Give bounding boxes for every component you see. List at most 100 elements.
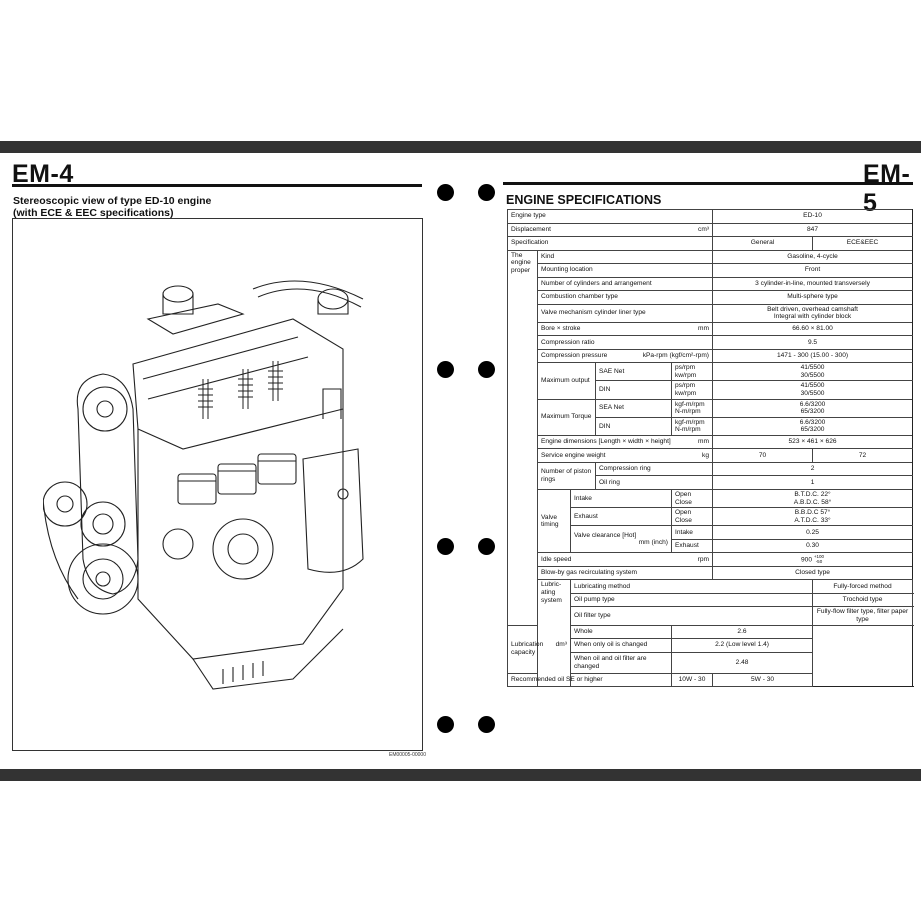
binder-hole [437,361,454,378]
value-capacity-whole: 2.6 [670,624,814,639]
unit: kw/rpm [675,371,697,379]
unit: kw/rpm [675,389,697,397]
value-oil-ring: 1 [712,475,914,490]
label-text: Bore × stroke [541,325,581,333]
value-cylinders: 3 cylinder-in-line, mounted transversely [712,276,914,291]
unit: kg [702,451,710,459]
label-intake: Intake [570,488,672,509]
value-dimensions: 523 × 461 × 626 [712,434,914,450]
label-line: mm (inch) [638,539,668,547]
label-capacity-oil-only: When only oil is changed [570,638,672,653]
label-text: Engine dimensions [Length × width × heig… [541,438,671,446]
value-line: 6.6/3200 [799,400,826,408]
value-compression-pressure: 1471 - 300 (15.00 - 300) [712,348,914,364]
label-capacity-whole: Whole [570,624,672,639]
tolerance-minus: -50 [815,558,823,564]
unit: dm³ [555,641,567,649]
label-text: Idle speed [541,555,572,563]
value-capacity-oil-only: 2.2 (Low level 1.4) [670,638,814,653]
value-clearance-intake: 0.25 [712,525,914,540]
value-blowby: Closed type [712,565,914,581]
value-line: Integral with cylinder block [773,313,852,321]
caption-line-2: (with ECE & EEC specifications) [13,207,174,219]
value-line: B.T.D.C. 22° [794,490,831,498]
table-row: When only oil is changed 2.2 (Low level … [508,638,913,653]
figure-caption: Stereoscopic view of type ED-10 engine (… [13,195,211,219]
table-row: Oil pump type Trochoid type [508,592,914,608]
label-text: Compression pressure [541,352,608,360]
value-line: 65/3200 [800,426,825,434]
label-valve-mechanism: Valve mechanism cylinder liner type [536,303,714,323]
sub-label: Close [675,516,692,524]
value-compression-ring: 2 [712,461,914,477]
table-row: Combustion chamber type Multi-sphere typ… [508,290,914,305]
label-sea-net: SEA Net [595,398,672,418]
spec-title: ENGINE SPECIFICATIONS [506,193,662,207]
value-compression-ratio: 9.5 [712,335,914,350]
value-combustion: Multi-sphere type [712,290,914,305]
engine-illustration-frame [12,218,423,751]
unit: ps/rpm [675,364,696,372]
binder-hole [478,716,495,733]
label-line: Valve clearance [Hot] [574,531,637,539]
label-valve-timing: Valve timing [537,488,571,554]
label-clearance-exhaust: Exhaust [670,538,714,554]
value-clearance-exhaust: 0.30 [712,538,914,554]
unit: kgf-m/rpm [675,418,705,426]
label-oil-filter: Oil filter type [569,606,814,626]
unit: N-m/rpm [675,426,701,434]
group-engine-proper: The engine proper [507,249,538,626]
label-clearance-intake: Intake [670,525,714,540]
value-engine-type: ED-10 [712,209,914,224]
table-row: Number of piston rings Compression ring … [508,461,914,490]
label-lubricating-method: Lubricating method [569,579,814,594]
label-cylinders: Number of cylinders and arrangement [536,276,714,291]
binder-hole [437,538,454,555]
label-exhaust: Exhaust [570,507,672,527]
table-row: When oil and oil filter are changed 2.48 [508,651,913,674]
label-compression-pressure: kPa-rpm (kgf/cm²-rpm)Compression pressur… [536,348,714,364]
value-mounting: Front [712,263,914,278]
value-line: 41/5500 [800,364,825,372]
table-row: Oil filter type Fully-flow filter type, … [508,606,914,626]
label-max-output: Maximum output [537,362,596,400]
sub-label: Open [675,490,692,498]
value-text: 900 [801,556,813,564]
left-page-number: EM-4 [12,160,74,188]
value-oil-filter: Fully-flow filter type, filter paper typ… [812,606,914,626]
table-row: Exhaust 0.30 [508,538,914,554]
table-row: Engine type ED-10 [506,209,914,224]
binder-hole [478,184,495,201]
value-bore-stroke: 66.60 × 81.00 [712,321,914,337]
value-weight-ece: 72 [812,448,914,463]
binder-hole [478,361,495,378]
label-max-torque: Maximum Torque [537,398,596,436]
table-row: Mounting location Front [508,263,914,278]
value-oil-general: 10W - 30 [670,672,714,687]
table-row: Compression ratio 9.5 [508,335,914,350]
table-row: kPa-rpm (kgf/cm²-rpm)Compression pressur… [508,348,914,364]
table-row: The engine proper Kind Gasoline, 4-cycle [507,249,914,626]
unit: kgf-m/rpm [675,400,705,408]
label-blowby: Blow-by gas recirculating system [536,565,714,581]
